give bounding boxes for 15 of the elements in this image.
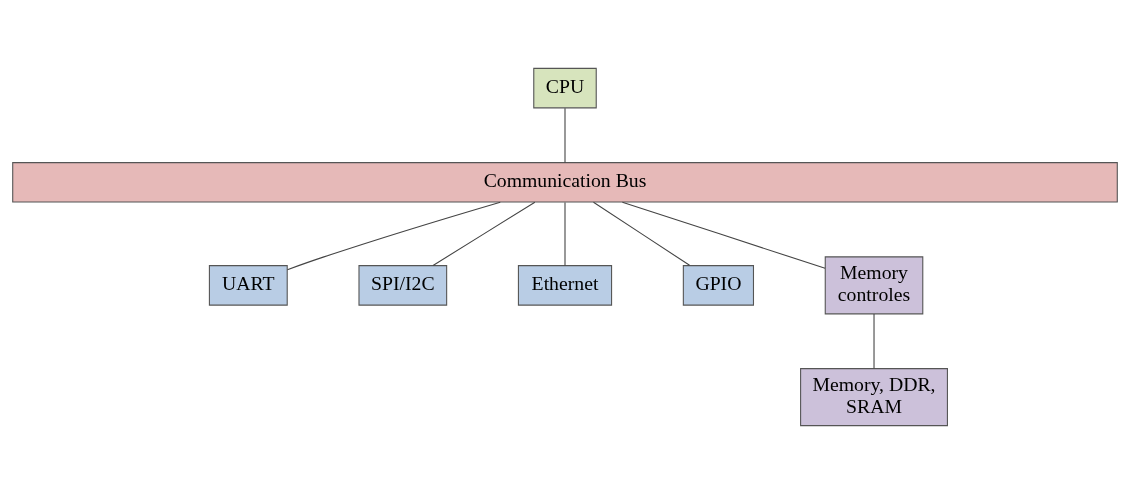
node-box: Communication Bus	[12, 161, 1118, 203]
connector	[564, 201, 566, 266]
connector	[873, 313, 875, 369]
node-box: CPU	[533, 67, 597, 108]
connector	[621, 201, 826, 269]
node-box: SPI/I2C	[358, 264, 448, 306]
node-box: Memory, DDR, SRAM	[800, 367, 948, 426]
connector	[564, 107, 566, 163]
node-box: Memory controles	[824, 255, 924, 314]
node-box: GPIO	[682, 264, 755, 306]
connector	[432, 201, 536, 266]
connector	[286, 201, 501, 270]
node-box: UART	[208, 264, 288, 306]
connector	[592, 201, 691, 266]
node-box: Ethernet	[517, 264, 613, 306]
